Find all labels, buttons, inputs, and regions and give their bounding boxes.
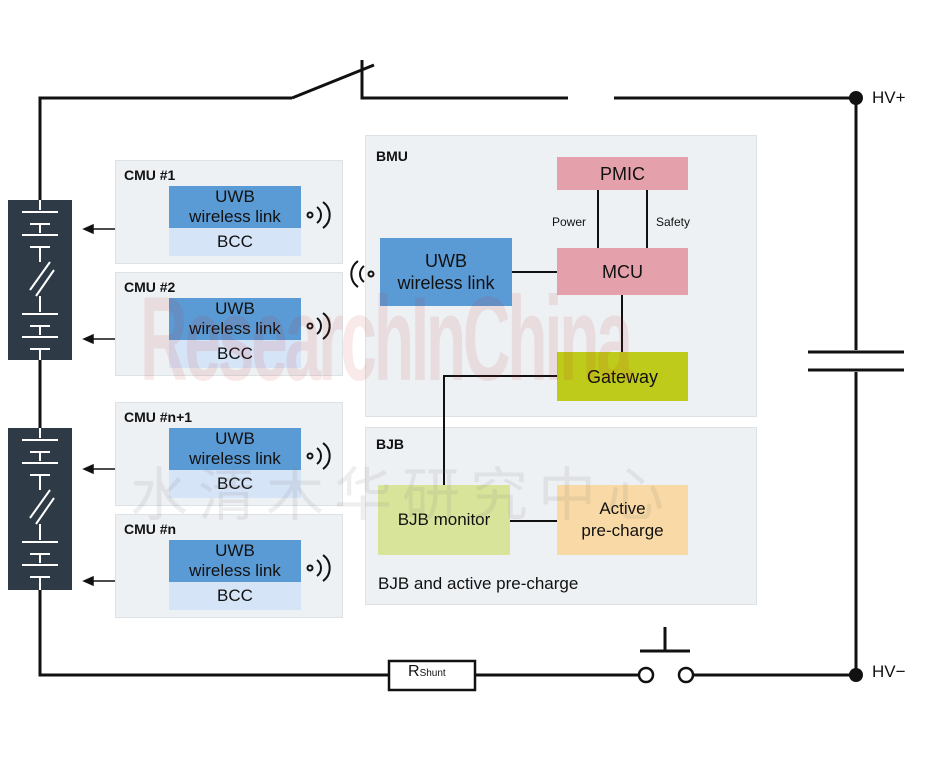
- main-switch-blade: [291, 63, 375, 100]
- cmu-title: CMU #n: [124, 521, 177, 537]
- bjb-caption: BJB and active pre-charge: [378, 574, 579, 593]
- cmu-panel-n: CMU #n UWB wireless link BCC: [115, 514, 343, 618]
- wireless-signal-icon: [306, 201, 331, 229]
- pmic-block: PMIC: [557, 157, 688, 190]
- gateway-block: Gateway: [557, 352, 688, 401]
- wireless-signal-icon: [306, 442, 331, 470]
- mcu-block: MCU: [557, 248, 688, 295]
- cmu-bcc: BCC: [169, 582, 301, 610]
- cmu-title: CMU #1: [124, 167, 176, 183]
- cmu-title: CMU #n+1: [124, 409, 193, 425]
- push-switch-contact-right: [677, 666, 695, 684]
- cmu-bcc: BCC: [169, 340, 301, 368]
- cmu-panel-1: CMU #1 UWB wireless link BCC: [115, 160, 343, 264]
- bmu-title: BMU: [376, 148, 408, 164]
- cmu-uwb-link: UWB wireless link: [169, 186, 301, 228]
- wireless-signal-icon: [306, 312, 331, 340]
- cmu-uwb-link: UWB wireless link: [169, 428, 301, 470]
- top-rail-left: [38, 96, 292, 200]
- hv-minus-label: HV−: [872, 662, 906, 681]
- cmu-bcc: BCC: [169, 228, 301, 256]
- hv-plus-label: HV+: [872, 88, 906, 107]
- cmu-uwb-link: UWB wireless link: [169, 540, 301, 582]
- wireless-signal-icon: [350, 260, 375, 288]
- cmu-uwb-link: UWB wireless link: [169, 298, 301, 340]
- cmu-panel-n-plus-1: CMU #n+1 UWB wireless link BCC: [115, 402, 343, 506]
- active-precharge-block: Active pre-charge: [557, 485, 688, 555]
- bmu-uwb-link: UWB wireless link: [380, 238, 512, 306]
- shunt-label-sub: Shunt: [419, 668, 446, 679]
- cmu-bcc: BCC: [169, 470, 301, 498]
- safety-label: Safety: [656, 215, 691, 229]
- bottom-rail-left: [38, 590, 389, 677]
- shunt-label: RShunt: [408, 663, 446, 681]
- shunt-resistor: [387, 659, 477, 692]
- shunt-label-main: R: [408, 663, 420, 680]
- top-rail-middle: [360, 60, 568, 100]
- cmu-title: CMU #2: [124, 279, 176, 295]
- power-label: Power: [552, 215, 587, 229]
- wireless-signal-icon: [306, 554, 331, 582]
- bjb-monitor-block: BJB monitor: [378, 485, 510, 555]
- bjb-title: BJB: [376, 436, 405, 452]
- cmu-panel-2: CMU #2 UWB wireless link BCC: [115, 272, 343, 376]
- push-switch-contact-left: [637, 666, 655, 684]
